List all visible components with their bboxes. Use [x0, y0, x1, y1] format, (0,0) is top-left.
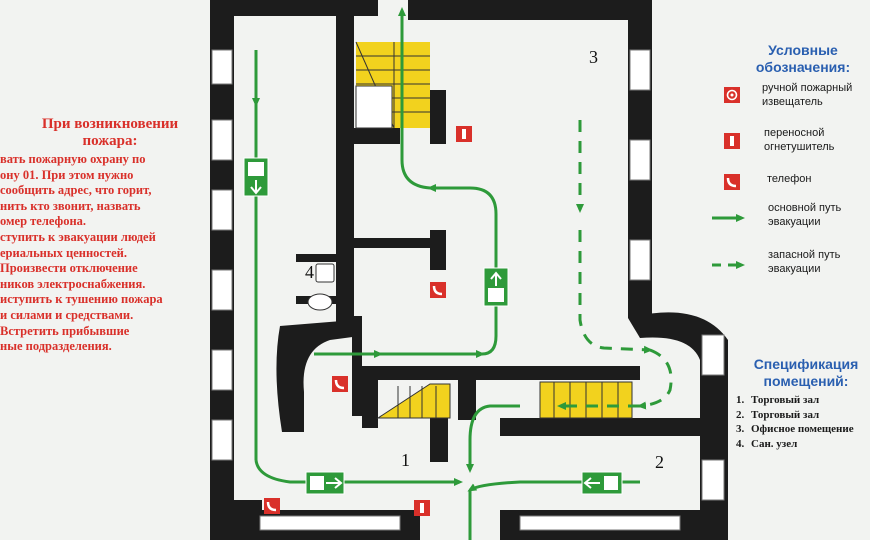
- legend-label-telephone: телефон: [767, 172, 811, 186]
- telephone-sign-bottom: [264, 498, 280, 514]
- fire-extinguisher-icon: [724, 133, 740, 149]
- fire-instructions: При возникновении пожара: вать пожарную …: [0, 116, 200, 355]
- staircase-upper: [355, 41, 430, 129]
- spec-label: Торговый зал: [751, 408, 820, 421]
- room-number-1: 1: [401, 450, 410, 470]
- extinguisher-sign-bottom: [414, 500, 430, 516]
- spec-title-line: помещений:: [763, 373, 849, 389]
- manual-fire-alarm-icon: [724, 87, 740, 103]
- instruction-line: ериальных ценностей.: [0, 245, 127, 260]
- legend-label-line: огнетушитель: [764, 141, 835, 153]
- instruction-line: вать пожарную охрану по: [0, 152, 146, 166]
- reserve-evacuation-routes: [557, 120, 673, 410]
- legend-label-line: ручной пожарный: [762, 82, 853, 94]
- spec-title-line: Спецификация: [753, 356, 859, 372]
- legend-label-main-route: основной путь эвакуации: [768, 201, 841, 229]
- spec-num: 4.: [736, 437, 745, 450]
- instruction-line: ону 01. При этом нужно: [0, 167, 134, 182]
- room-number-2: 2: [655, 452, 664, 472]
- instruction-line: омер телефона.: [0, 214, 87, 229]
- instruction-line: нить кто звонит, назвать: [0, 198, 141, 213]
- legend-label-extinguisher: переносной огнетушитель: [764, 126, 834, 154]
- spec-num: 2.: [736, 408, 745, 421]
- exit-sign-center: [483, 267, 509, 307]
- spec-label: Сан. узел: [751, 437, 798, 450]
- telephone-sign-left: [332, 376, 348, 392]
- extinguisher-sign-stair: [456, 126, 472, 142]
- instruction-line: ников электроснабжения.: [0, 276, 146, 291]
- legend-title-line: обозначения:: [755, 59, 851, 75]
- exit-sign-bottom-right: [581, 471, 623, 495]
- list-item: 2. Торговый зал: [736, 408, 854, 423]
- spec-label: Торговый зал: [751, 394, 820, 406]
- exit-sign-left-corridor: [243, 157, 269, 197]
- instruction-line: и силами и средствами.: [0, 307, 134, 322]
- instruction-line: Произвести отключение: [0, 261, 138, 276]
- spec-label: Офисное помещение: [751, 423, 854, 435]
- legend-label-fire-alarm: ручной пожарный извещатель: [762, 81, 852, 109]
- legend-label-line: переносной: [764, 127, 825, 139]
- main-evacuation-routes: [252, 7, 640, 540]
- legend-label-line: основной путь: [768, 202, 842, 214]
- room-spec-list: 1. Торговый зал 2. Торговый зал 3. Офисное …: [736, 393, 854, 451]
- instruction-line: иступить к тушению пожара: [0, 292, 163, 307]
- spec-num: 1.: [736, 394, 745, 406]
- telephone-sign-middle: [430, 282, 446, 298]
- instruction-line: Встретить прибывшие: [0, 323, 130, 338]
- legend-title-line: Условные: [768, 42, 838, 58]
- legend-title: Условные обозначения:: [738, 42, 868, 76]
- list-item: 3. Офисное помещение: [736, 422, 854, 437]
- instruction-line: ные подразделения.: [0, 339, 112, 354]
- spec-title: Спецификация помещений:: [742, 356, 870, 390]
- windows: [211, 49, 725, 531]
- staircase-lower: [376, 381, 633, 419]
- legend-label-line: эвакуации: [768, 263, 821, 275]
- legend-label-line: запасной путь: [768, 249, 841, 261]
- room-number-3: 3: [589, 47, 598, 67]
- instructions-title-line: пожара:: [82, 133, 138, 149]
- legend-label-reserve-route: запасной путь эвакуации: [768, 248, 840, 276]
- room-number-4: 4: [305, 262, 314, 282]
- instructions-title: При возникновении пожара:: [0, 116, 200, 150]
- legend-label-line: извещатель: [762, 96, 823, 108]
- spec-num: 3.: [736, 423, 745, 435]
- instruction-line: сообщить адрес, что горит,: [0, 183, 152, 198]
- toilet-fixtures: [307, 263, 335, 311]
- legend-label-line: эвакуации: [768, 216, 821, 228]
- list-item: 1. Торговый зал: [736, 393, 854, 408]
- instruction-line: ступить к эвакуации людей: [0, 229, 156, 244]
- instructions-title-line: При возникновении: [41, 116, 179, 132]
- telephone-icon: [724, 174, 740, 190]
- legend-label-line: телефон: [767, 173, 812, 185]
- exit-sign-bottom-left: [305, 471, 345, 495]
- list-item: 4. Сан. узел: [736, 437, 854, 452]
